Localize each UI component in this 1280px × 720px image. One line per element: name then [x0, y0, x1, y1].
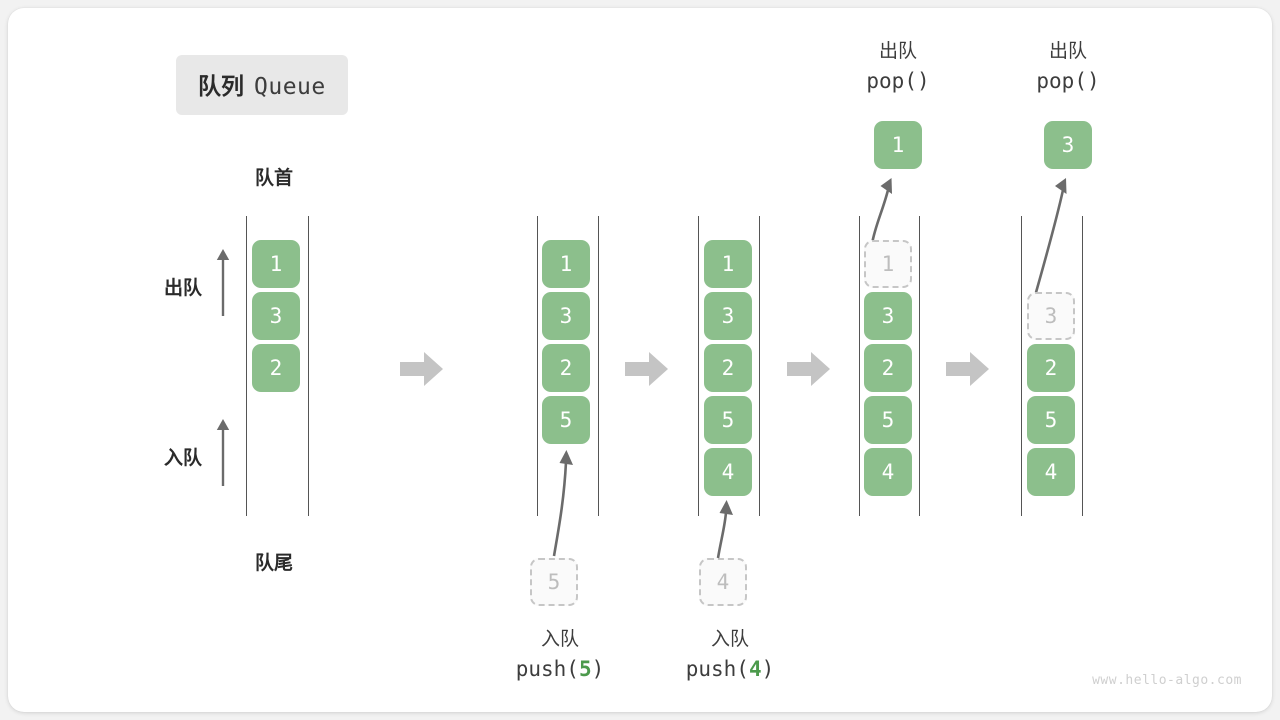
caption-pop-3-line2: pop()	[1036, 68, 1100, 93]
dequeue-motion-arrow-icon	[870, 178, 892, 245]
queue-cell: 4	[864, 448, 912, 496]
queue-cell: 5	[1027, 396, 1075, 444]
queue-cell: 5	[864, 396, 912, 444]
diagram-card: 队列 Queue 队首 队尾 出队 入队 1 3 2 1 3 2 5 5 入队 …	[8, 8, 1272, 712]
queue-cell: 2	[252, 344, 300, 392]
dequeue-up-arrow-icon	[216, 249, 230, 316]
queue-cell: 2	[542, 344, 590, 392]
title-chinese: 队列	[198, 74, 244, 100]
queue-cell: 1	[542, 240, 590, 288]
caption-push-5-line2: push(5)	[515, 656, 605, 681]
queue-rail-right-2	[598, 216, 599, 516]
enqueue-motion-arrow-icon	[716, 500, 733, 559]
step-arrow-icon	[946, 352, 989, 386]
queue-rail-right-3	[759, 216, 760, 516]
step-arrow-icon	[787, 352, 830, 386]
caption-pop-3: 出队 pop()	[998, 38, 1138, 96]
step-arrow-icon	[400, 352, 443, 386]
popped-cell: 1	[874, 121, 922, 169]
queue-cell: 2	[1027, 344, 1075, 392]
queue-rail-left-5	[1021, 216, 1022, 516]
queue-cell: 3	[864, 292, 912, 340]
queue-cell: 2	[864, 344, 912, 392]
caption-push-5-line1: 入队	[540, 628, 579, 650]
caption-push-4-line1: 入队	[710, 628, 749, 650]
removed-ghost-cell: 3	[1027, 292, 1075, 340]
caption-push-4: 入队 push(4)	[660, 626, 800, 684]
queue-rail-right-1	[308, 216, 309, 516]
queue-cell: 1	[252, 240, 300, 288]
incoming-ghost-cell: 5	[530, 558, 578, 606]
queue-cell: 3	[252, 292, 300, 340]
queue-rail-left-3	[698, 216, 699, 516]
queue-cell: 4	[1027, 448, 1075, 496]
queue-cell: 3	[542, 292, 590, 340]
incoming-ghost-cell: 4	[699, 558, 747, 606]
label-enqueue-direction: 入队	[163, 447, 202, 469]
enqueue-up-arrow-icon	[216, 419, 230, 486]
label-queue-front: 队首	[254, 167, 293, 189]
label-dequeue-direction: 出队	[163, 277, 202, 299]
watermark-text: www.hello-algo.com	[1092, 673, 1242, 688]
queue-cell: 1	[704, 240, 752, 288]
caption-push-4-line2: push(4)	[685, 656, 775, 681]
diagram-title-badge: 队列 Queue	[176, 55, 348, 115]
caption-pop-1-line1: 出队	[878, 40, 917, 62]
queue-rail-right-5	[1082, 216, 1083, 516]
queue-rail-right-4	[919, 216, 920, 516]
queue-cell: 5	[704, 396, 752, 444]
caption-pop-1: 出队 pop()	[828, 38, 968, 96]
caption-pop-3-line1: 出队	[1048, 40, 1087, 62]
queue-cell: 3	[704, 292, 752, 340]
title-english: Queue	[254, 74, 326, 100]
caption-push-5: 入队 push(5)	[490, 626, 630, 684]
queue-rail-left-4	[859, 216, 860, 516]
queue-rail-left-1	[246, 216, 247, 516]
removed-ghost-cell: 1	[864, 240, 912, 288]
step-arrow-icon	[625, 352, 668, 386]
label-queue-rear: 队尾	[254, 552, 293, 574]
caption-pop-1-line2: pop()	[866, 68, 930, 93]
queue-cell-new: 5	[542, 396, 590, 444]
dequeue-motion-arrow-icon	[1033, 178, 1067, 297]
queue-cell-new: 4	[704, 448, 752, 496]
popped-cell: 3	[1044, 121, 1092, 169]
queue-cell: 2	[704, 344, 752, 392]
queue-rail-left-2	[537, 216, 538, 516]
